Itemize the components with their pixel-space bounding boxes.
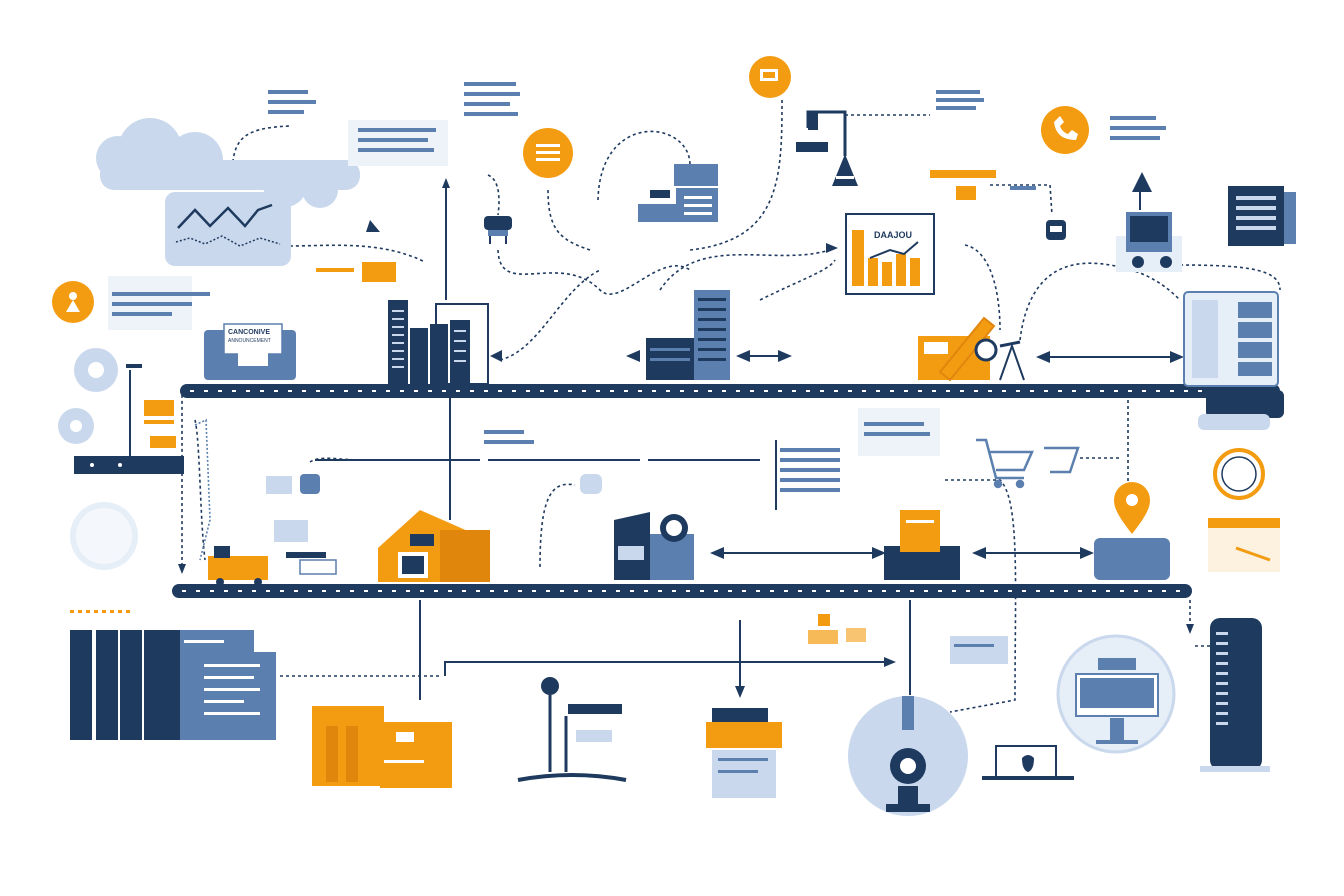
shopping-cart-icon [976, 438, 1080, 489]
location-pin-icon [1094, 482, 1170, 580]
phone-icon [1041, 106, 1089, 154]
microscope-icon [848, 696, 968, 816]
computer-icon [1056, 634, 1176, 754]
text-note [858, 408, 940, 456]
orange-tag [316, 262, 396, 282]
forklift-icon [208, 546, 268, 586]
cloud-icon [96, 118, 360, 208]
small-tools-icon [808, 614, 866, 644]
card-reader-icon [266, 474, 320, 494]
warehouse-icon [378, 510, 490, 582]
desk-lamp-icon [796, 110, 858, 186]
lock-icon [1046, 220, 1066, 240]
database-icon [70, 630, 276, 740]
card-icon [1208, 518, 1280, 572]
text-note [1110, 116, 1166, 140]
text-note [464, 82, 520, 116]
device-icon [274, 520, 337, 575]
microscope-lab-icon [517, 677, 627, 782]
data-grid-icon [772, 440, 844, 510]
chart-title: DAAJOU [874, 230, 912, 240]
document-icon [523, 128, 573, 178]
left-rail [74, 456, 184, 474]
scanner-sign: CANCONIVE [228, 329, 270, 336]
scanner-icon: CANCONIVE ANNOUNCEMENT [204, 323, 296, 380]
router-icon [484, 216, 512, 244]
wrench-icon [918, 316, 1025, 382]
document-stack-icon [126, 364, 176, 448]
factory-icon [646, 290, 730, 380]
notepad-icon [1228, 186, 1296, 246]
tower-server-icon [1200, 618, 1270, 772]
text-note [348, 120, 448, 166]
person-icon [52, 281, 94, 323]
server-rack-icon [388, 300, 489, 385]
scanner-sub: ANNOUNCEMENT [228, 338, 271, 344]
bar-chart-icon: DAAJOU [845, 213, 935, 295]
factory-icon [614, 512, 694, 580]
monitor-icon [1183, 291, 1284, 430]
gear-icon [58, 348, 118, 444]
text-note [936, 90, 984, 110]
cart-upload-icon [1116, 172, 1182, 272]
printer-icon [706, 708, 782, 798]
text-note [268, 90, 316, 114]
dotted-marker [70, 610, 130, 613]
clock-icon [1213, 448, 1265, 500]
camera-icon [580, 474, 602, 494]
line-chart-icon [165, 192, 291, 266]
tag-label [930, 170, 1036, 200]
server-stack-icon [638, 164, 718, 222]
cable-icon [950, 636, 1008, 664]
laptop-icon [982, 745, 1074, 780]
solid-connectors [129, 185, 1178, 700]
text-note [108, 276, 210, 330]
lower-bus [172, 584, 1192, 598]
dashed-connectors [181, 99, 1281, 713]
printer-icon [884, 510, 960, 580]
text-note [484, 430, 534, 444]
forklift-rail-icon [194, 418, 211, 561]
upper-bus [180, 384, 1280, 398]
monitor-badge-icon [749, 56, 791, 98]
folder-icon [312, 706, 452, 788]
arrowheads [178, 178, 1194, 698]
disk-icon [70, 502, 138, 570]
